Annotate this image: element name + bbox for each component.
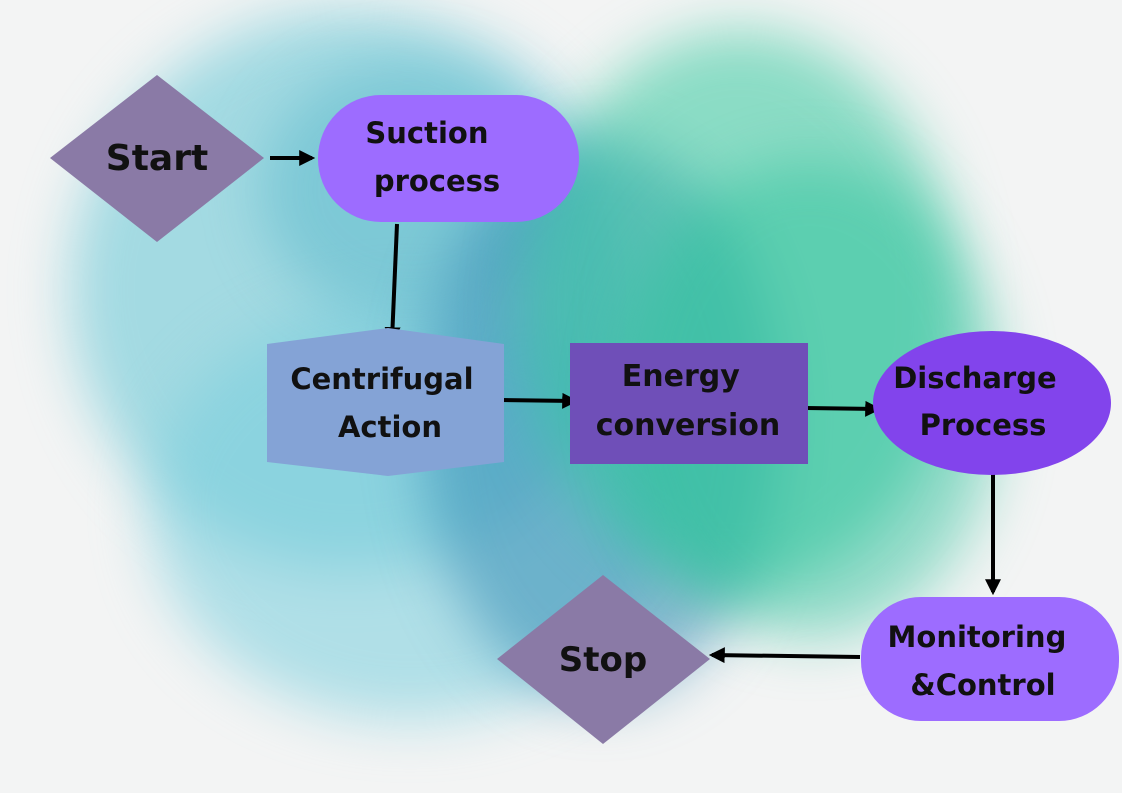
start-label-line-1: Start — [106, 138, 208, 179]
stop-label: Stop — [559, 640, 647, 680]
node-suction-process[interactable]: Suction process — [318, 95, 579, 222]
start-label: Start — [106, 138, 208, 179]
centrifugal-action-label: Centrifugal Action — [290, 362, 483, 444]
node-monitoring-control[interactable]: Monitoring &Control — [861, 597, 1119, 721]
edge-suction-to-centrifugal — [384, 223, 401, 344]
energy-conversion-label-line-1: Energy — [622, 359, 740, 394]
node-stop[interactable]: Stop — [497, 575, 710, 744]
node-discharge-process[interactable]: Discharge Process — [873, 331, 1111, 475]
edge-monitoring-to-stop — [708, 647, 861, 664]
start-diamond-shape — [50, 75, 264, 242]
discharge-process-ellipse-shape — [873, 331, 1111, 475]
monitoring-control-label-line-1: Monitoring — [888, 620, 1067, 654]
energy-conversion-label-line-2: conversion — [596, 408, 781, 443]
centrifugal-action-hexagon-shape — [267, 328, 504, 476]
suction-process-stadium-shape — [318, 95, 579, 222]
node-centrifugal-action[interactable]: Centrifugal Action — [267, 328, 504, 476]
node-energy-conversion[interactable]: Energy conversion — [570, 343, 808, 464]
edge-centrifugal-to-energy — [501, 392, 579, 409]
monitoring-control-label-line-2: &Control — [910, 668, 1055, 702]
centrifugal-action-label-line-1: Centrifugal — [290, 362, 473, 396]
centrifugal-action-label-line-2: Action — [338, 410, 442, 444]
stop-label-line-1: Stop — [559, 640, 647, 680]
node-start[interactable]: Start — [50, 75, 264, 242]
edges — [270, 150, 1001, 664]
suction-process-label: Suction process — [365, 116, 500, 198]
discharge-process-label-line-1: Discharge — [893, 361, 1056, 395]
monitoring-control-label: Monitoring &Control — [888, 620, 1077, 702]
suction-process-label-line-1: Suction — [365, 116, 488, 150]
stop-diamond-shape — [497, 575, 710, 744]
discharge-process-label-line-2: Process — [920, 408, 1047, 442]
discharge-process-label: Discharge Process — [893, 361, 1067, 442]
edge-energy-to-discharge — [805, 400, 882, 417]
monitoring-control-stadium-shape — [861, 597, 1119, 721]
energy-conversion-label: Energy conversion — [596, 359, 781, 443]
watercolor-splash-green — [520, 30, 960, 590]
energy-conversion-rectangle-shape — [570, 343, 808, 464]
suction-process-label-line-2: process — [374, 164, 500, 198]
